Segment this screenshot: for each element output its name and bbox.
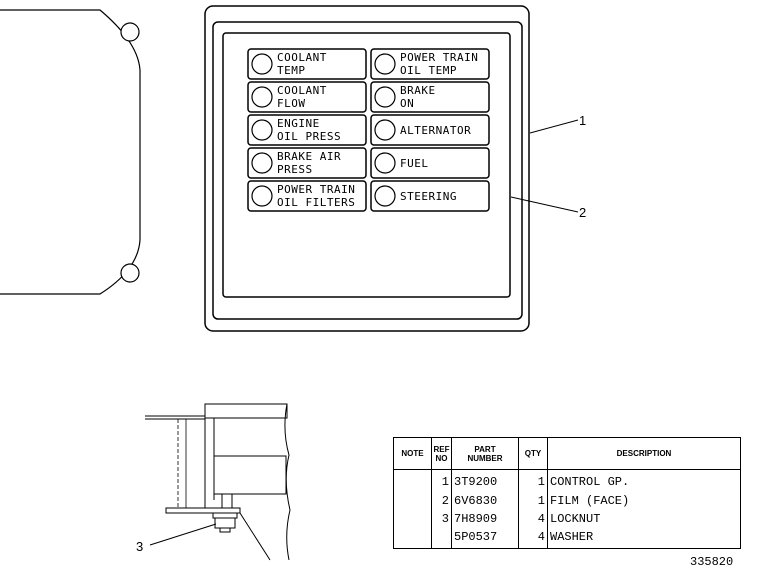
- section-detail: [145, 403, 291, 561]
- lamp-bulb-icon: [251, 152, 273, 174]
- lamp-box: [370, 147, 490, 179]
- lamp-bulb-icon: [251, 53, 273, 75]
- lamp-box: [247, 114, 367, 146]
- lamp-box: [370, 81, 490, 113]
- lamp-label: TEMP: [277, 64, 306, 77]
- lamp-bulb-icon: [374, 185, 396, 207]
- mounting-hole-bottom: [120, 263, 140, 283]
- table-row: 1 3T9200 1 CONTROL GP.: [393, 469, 741, 495]
- lamp-label: FLOW: [277, 97, 306, 110]
- lamp-label: PRESS: [277, 163, 313, 176]
- lamp-label: ENGINE: [277, 117, 320, 130]
- lamp-bulb-icon: [374, 53, 396, 75]
- lamp-box: [370, 114, 490, 146]
- table-row: 5P0537 4 WASHER: [393, 530, 741, 549]
- lamp-box: [247, 147, 367, 179]
- table-row: 2 6V6830 1 FILM (FACE): [393, 494, 741, 513]
- lamp-bulb-icon: [251, 86, 273, 108]
- lamp-box: [247, 81, 367, 113]
- lamp-box: [370, 48, 490, 80]
- panel-face-film: [222, 32, 511, 298]
- figure-number: 335820: [690, 555, 734, 569]
- indicator-lamp-steering: STEERING: [370, 180, 490, 212]
- lamp-label: ON: [400, 97, 414, 110]
- table-row: 3 7H8909 4 LOCKNUT: [393, 512, 741, 530]
- mounting-hole-top: [120, 22, 140, 42]
- lamp-label: ALTERNATOR: [400, 124, 471, 137]
- lamp-label: BRAKE AIR: [277, 150, 341, 163]
- header-qty: QTY: [518, 437, 548, 470]
- lamp-bulb-icon: [251, 185, 273, 207]
- lamp-label: OIL FILTERS: [277, 196, 355, 209]
- lamp-bulb-icon: [374, 152, 396, 174]
- lamp-bulb-icon: [374, 86, 396, 108]
- lamp-label: FUEL: [400, 157, 429, 170]
- header-description: DESCRIPTION: [547, 437, 741, 470]
- lamp-label: BRAKE: [400, 84, 436, 97]
- callout-3: 3: [136, 539, 143, 554]
- leader-line-2: [510, 196, 579, 213]
- lamp-box: [370, 180, 490, 212]
- indicator-lamp-fuel: FUEL: [370, 147, 490, 179]
- leader-line-1: [529, 119, 579, 134]
- lamp-box: [247, 180, 367, 212]
- lamp-label: OIL PRESS: [277, 130, 341, 143]
- lamp-label: COOLANT: [277, 84, 327, 97]
- lamp-box: [247, 48, 367, 80]
- indicator-lamp-alternator: ALTERNATOR: [370, 114, 490, 146]
- lamp-label: STEERING: [400, 190, 457, 203]
- lamp-label: COOLANT: [277, 51, 327, 64]
- callout-2: 2: [579, 205, 586, 220]
- lamp-label: POWER TRAIN: [400, 51, 478, 64]
- callout-1: 1: [579, 113, 586, 128]
- lamp-bulb-icon: [374, 119, 396, 141]
- lamp-label: POWER TRAIN: [277, 183, 355, 196]
- panel-inner-frame: [212, 21, 523, 320]
- lamp-label: OIL TEMP: [400, 64, 457, 77]
- mounting-plate-outline: [0, 9, 141, 295]
- header-note: NOTE: [393, 437, 432, 470]
- lamp-bulb-icon: [251, 119, 273, 141]
